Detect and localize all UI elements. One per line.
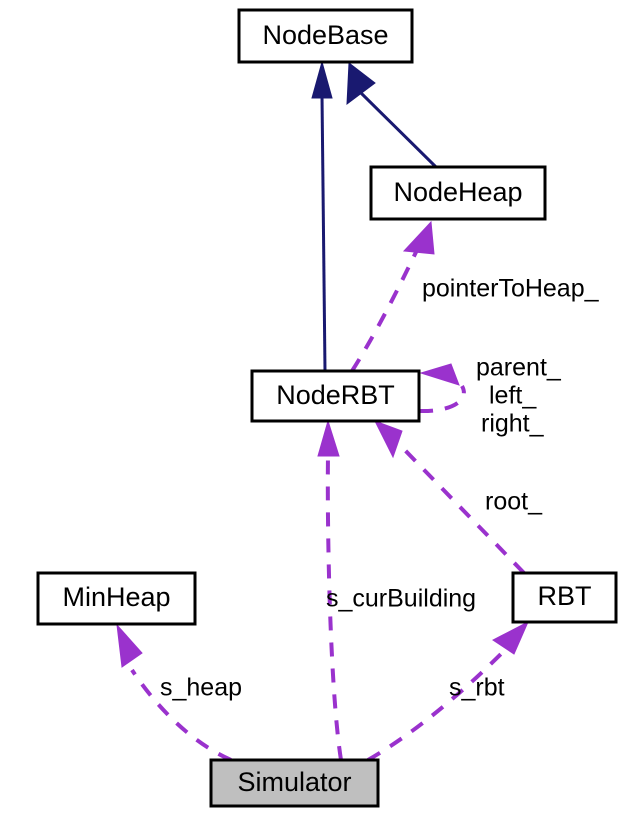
node-simulator[interactable]: Simulator [209,758,380,808]
edge-label-s-heap: s_heap [160,674,242,702]
usage-line [418,385,466,414]
edge-label-self-left: left_ [489,382,537,410]
inheritance-line [320,94,327,372]
node-noderbt-box[interactable] [250,369,421,423]
node-rbt-box[interactable] [511,571,618,624]
usage-line [396,441,526,575]
node-noderbt-label: NodeRBT [276,380,395,410]
node-rbt-label: RBT [538,581,592,611]
edge-noderbt-inherits-nodebase [311,60,333,372]
inheritance-arrowhead [311,60,333,99]
node-nodeheap-label: NodeHeap [393,177,522,207]
node-nodeheap-box[interactable] [369,165,547,221]
node-nodebase[interactable]: NodeBase [237,8,414,64]
usage-arrowhead [116,623,143,668]
edge-simulator-uses-rbt: s_rbt [367,620,530,762]
node-minheap[interactable]: MinHeap [36,571,197,626]
edge-simulator-uses-noderbt: s_curBuilding [317,419,476,761]
edge-label-pointer-to-heap: pointerToHeap_ [422,275,600,303]
node-minheap-label: MinHeap [62,582,170,612]
usage-arrowhead [402,220,435,255]
edge-label-self-right: right_ [481,410,545,438]
edge-noderbt-self-loop: parent_ left_ right_ [418,354,562,438]
edge-rbt-uses-noderbt: root_ [373,420,543,575]
usage-arrowhead [492,620,530,655]
node-minheap-box[interactable] [36,571,197,626]
edge-label-s-cur-building: s_curBuilding [326,585,476,613]
usage-arrowhead [419,363,460,386]
node-simulator-box[interactable] [209,758,380,808]
node-nodebase-box[interactable] [237,8,414,64]
node-rbt[interactable]: RBT [511,571,618,624]
node-nodebase-label: NodeBase [262,20,388,50]
edge-simulator-uses-minheap: s_heap [116,623,242,762]
edge-nodeheap-inherits-nodebase [346,62,438,169]
usage-line [325,454,343,761]
inheritance-arrowhead [346,62,376,106]
inheritance-line [358,90,438,169]
usage-arrowhead [317,419,340,457]
node-simulator-label: Simulator [237,767,351,797]
edge-noderbt-uses-nodeheap: pointerToHeap_ [350,220,600,373]
usage-line [367,648,507,762]
edge-label-self-parent: parent_ [476,354,562,382]
node-noderbt[interactable]: NodeRBT [250,369,421,423]
usage-line [350,247,420,373]
node-nodeheap[interactable]: NodeHeap [369,165,547,221]
usage-arrowhead [373,420,403,459]
edge-label-root: root_ [485,488,543,516]
edge-label-s-rbt: s_rbt [449,674,505,702]
